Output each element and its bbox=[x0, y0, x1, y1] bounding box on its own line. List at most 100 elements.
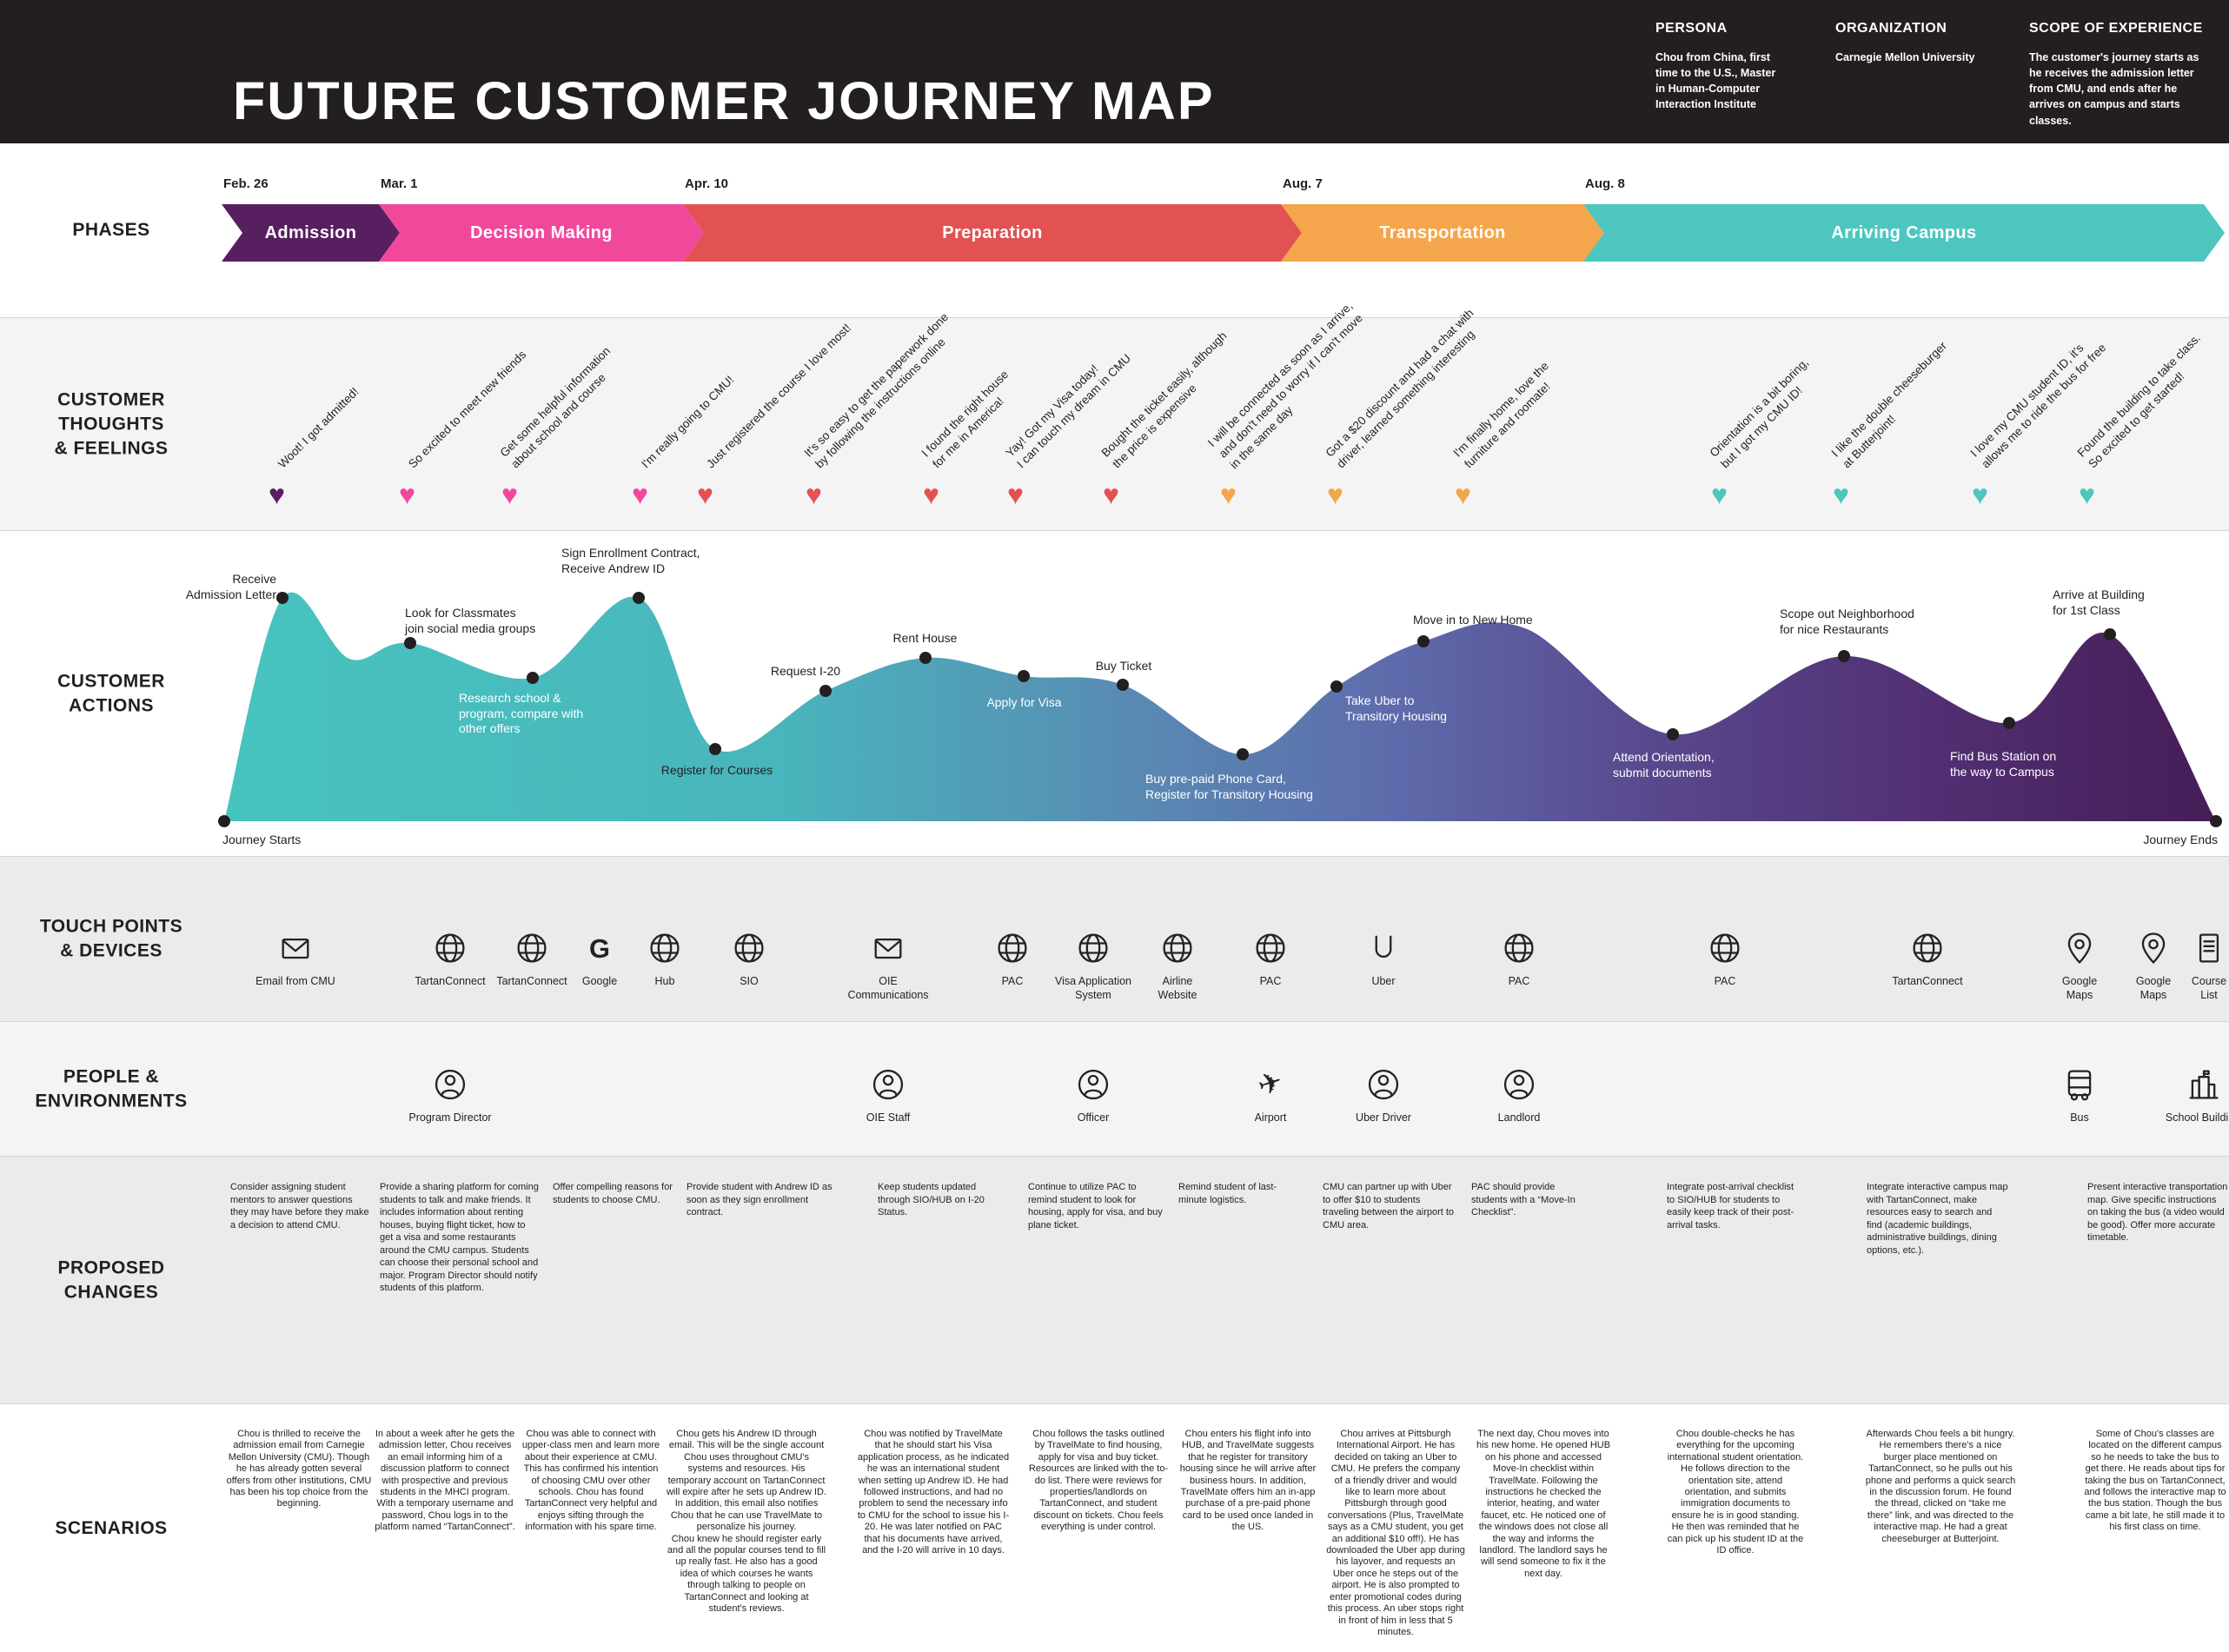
action-dot bbox=[2003, 717, 2015, 729]
globe-icon bbox=[1706, 929, 1744, 967]
scenarios-container: Chou is thrilled to receive the admissio… bbox=[0, 1404, 2229, 1652]
people-label: School Building bbox=[2165, 1111, 2229, 1124]
scenario: In about a week after he gets the admiss… bbox=[375, 1429, 515, 1533]
proposed-change: Provide student with Andrew ID as soon a… bbox=[687, 1182, 833, 1218]
row-label-actions: CUSTOMER ACTIONS bbox=[57, 671, 165, 716]
action-dot bbox=[1330, 680, 1343, 693]
touchpoint-label: Uber bbox=[1371, 975, 1396, 987]
page-title: FUTURE CUSTOMER JOURNEY MAP bbox=[233, 70, 1215, 130]
thought-text: I'm finally home, love the furniture and… bbox=[1450, 359, 1553, 471]
globe-icon bbox=[513, 929, 551, 967]
organization-text: Carnegie Mellon University bbox=[1835, 51, 1975, 63]
phase-arrow-admission: Admission bbox=[222, 204, 400, 262]
action-dot bbox=[819, 685, 832, 697]
row-label-touchpoints: TOUCH POINTS & DEVICES bbox=[39, 916, 183, 961]
phase-date-admission: Feb. 26 bbox=[223, 176, 269, 191]
action-dot bbox=[919, 652, 932, 664]
heart-icon: ♥ bbox=[399, 479, 415, 510]
globe-icon bbox=[730, 929, 768, 967]
phase-label-admission: Admission bbox=[264, 222, 357, 242]
touchpoints-row: TOUCH POINTS & DEVICES Email from CMU Tar… bbox=[0, 856, 2229, 1022]
action-dot bbox=[1417, 635, 1430, 647]
proposed-change: PAC should provide students with a “Move… bbox=[1471, 1182, 1576, 1218]
thought-text: I found the right house for me in Americ… bbox=[919, 368, 1012, 471]
touchpoint-label: TartanConnect bbox=[1892, 975, 1963, 987]
globe-icon bbox=[646, 929, 684, 967]
proposed-change: Keep students updated through SIO/HUB on… bbox=[878, 1182, 985, 1218]
proposed-change: Provide a sharing platform for coming st… bbox=[380, 1182, 539, 1294]
envelope-icon bbox=[869, 929, 907, 967]
phase-arrow-arriving-campus: Arriving Campus bbox=[1583, 204, 2225, 262]
heart-icon: ♥ bbox=[1220, 479, 1237, 510]
bus-icon bbox=[2060, 1065, 2099, 1104]
action-dot bbox=[218, 815, 230, 827]
heart-icon: ♥ bbox=[269, 479, 285, 510]
touchpoint-label: Hub bbox=[654, 975, 675, 987]
phase-label-arriving-campus: Arriving Campus bbox=[1831, 222, 1977, 242]
touchpoint-label: Airline Website bbox=[1158, 975, 1197, 1002]
touchpoints-container: Email from CMU TartanConnect TartanConnect… bbox=[0, 857, 2229, 1022]
scenario: Chou gets his Andrew ID through email. T… bbox=[666, 1429, 827, 1615]
svg-text:✈: ✈ bbox=[1254, 1065, 1287, 1102]
scenario: Chou was notified by TravelMate that he … bbox=[857, 1429, 1010, 1556]
phase-date-decision-making: Mar. 1 bbox=[381, 176, 418, 191]
phase-arrow-transportation: Transportation bbox=[1281, 204, 1604, 262]
touchpoint-label: TartanConnect bbox=[415, 975, 486, 987]
action-dot bbox=[1838, 650, 1850, 662]
heart-icon: ♥ bbox=[1711, 479, 1728, 510]
heart-icon: ♥ bbox=[697, 479, 713, 510]
action-dot bbox=[2210, 815, 2222, 827]
action-dot bbox=[276, 592, 289, 604]
proposed-change: Offer compelling reasons for students to… bbox=[553, 1182, 673, 1205]
proposed-change: Integrate interactive campus map with Ta… bbox=[1867, 1182, 2008, 1256]
scope-text: The customer's journey starts as he rece… bbox=[2029, 51, 2199, 127]
heart-icon: ♥ bbox=[806, 479, 822, 510]
scenario: Some of Chou's classes are located on th… bbox=[2084, 1429, 2226, 1533]
changes-container: Consider assigning student mentors to an… bbox=[0, 1157, 2229, 1404]
touchpoint-label: Google Maps bbox=[2135, 975, 2172, 1002]
proposed-change: Integrate post-arrival checklist to SIO/… bbox=[1667, 1182, 1794, 1231]
phase-arrow-preparation: Preparation bbox=[683, 204, 1302, 262]
heart-icon: ♥ bbox=[1103, 479, 1119, 510]
row-label-changes: PROPOSED CHANGES bbox=[57, 1257, 165, 1303]
persona-label: PERSONA bbox=[1655, 21, 1728, 36]
touchpoint-label: OIE Communications bbox=[847, 975, 929, 1002]
persona-info: PERSONA Chou from China, first time to t… bbox=[1655, 21, 1786, 113]
action-dot bbox=[404, 637, 416, 649]
people-label: OIE Staff bbox=[866, 1111, 911, 1124]
globe-icon bbox=[1158, 929, 1197, 967]
phase-date-arriving-campus: Aug. 8 bbox=[1585, 176, 1625, 191]
touchpoint-label: TartanConnect bbox=[496, 975, 567, 987]
touchpoint-label: Course List bbox=[2191, 975, 2227, 1002]
header: FUTURE CUSTOMER JOURNEY MAP PERSONA Chou… bbox=[0, 0, 2229, 143]
action-dot bbox=[1018, 670, 1030, 682]
thought-text: I like the double cheeseburger at Butter… bbox=[1828, 339, 1950, 471]
person-icon bbox=[431, 1065, 469, 1104]
thought-text: Woot! I got admitted! bbox=[275, 385, 362, 471]
row-label-thoughts: CUSTOMER THOUGHTS & FEELINGS bbox=[54, 388, 169, 459]
pin-icon bbox=[2134, 929, 2173, 967]
phase-label-transportation: Transportation bbox=[1379, 222, 1506, 242]
heart-icon: ♥ bbox=[1833, 479, 1849, 510]
envelope-icon bbox=[276, 929, 315, 967]
thoughts-row: CUSTOMER THOUGHTS & FEELINGS ♥ Woot! I go… bbox=[0, 299, 2229, 531]
proposed-change: Present interactive transportation map. … bbox=[2087, 1182, 2228, 1244]
people-label: Uber Driver bbox=[1356, 1111, 1411, 1124]
proposed-change: Consider assigning student mentors to an… bbox=[230, 1182, 369, 1231]
people-label: Bus bbox=[2070, 1111, 2089, 1124]
scope-label: SCOPE OF EXPERIENCE bbox=[2029, 21, 2203, 36]
touchpoint-label: PAC bbox=[1508, 975, 1530, 987]
globe-icon bbox=[1908, 929, 1947, 967]
touchpoint-label: Email from CMU bbox=[255, 975, 335, 987]
action-dot bbox=[1237, 748, 1249, 760]
person-icon bbox=[869, 1065, 907, 1104]
heart-icon: ♥ bbox=[501, 479, 518, 510]
building-icon bbox=[2184, 1065, 2222, 1104]
heart-icon: ♥ bbox=[1972, 479, 1988, 510]
touchpoint-label: Google bbox=[581, 975, 618, 987]
row-label-phases: PHASES bbox=[72, 219, 150, 240]
